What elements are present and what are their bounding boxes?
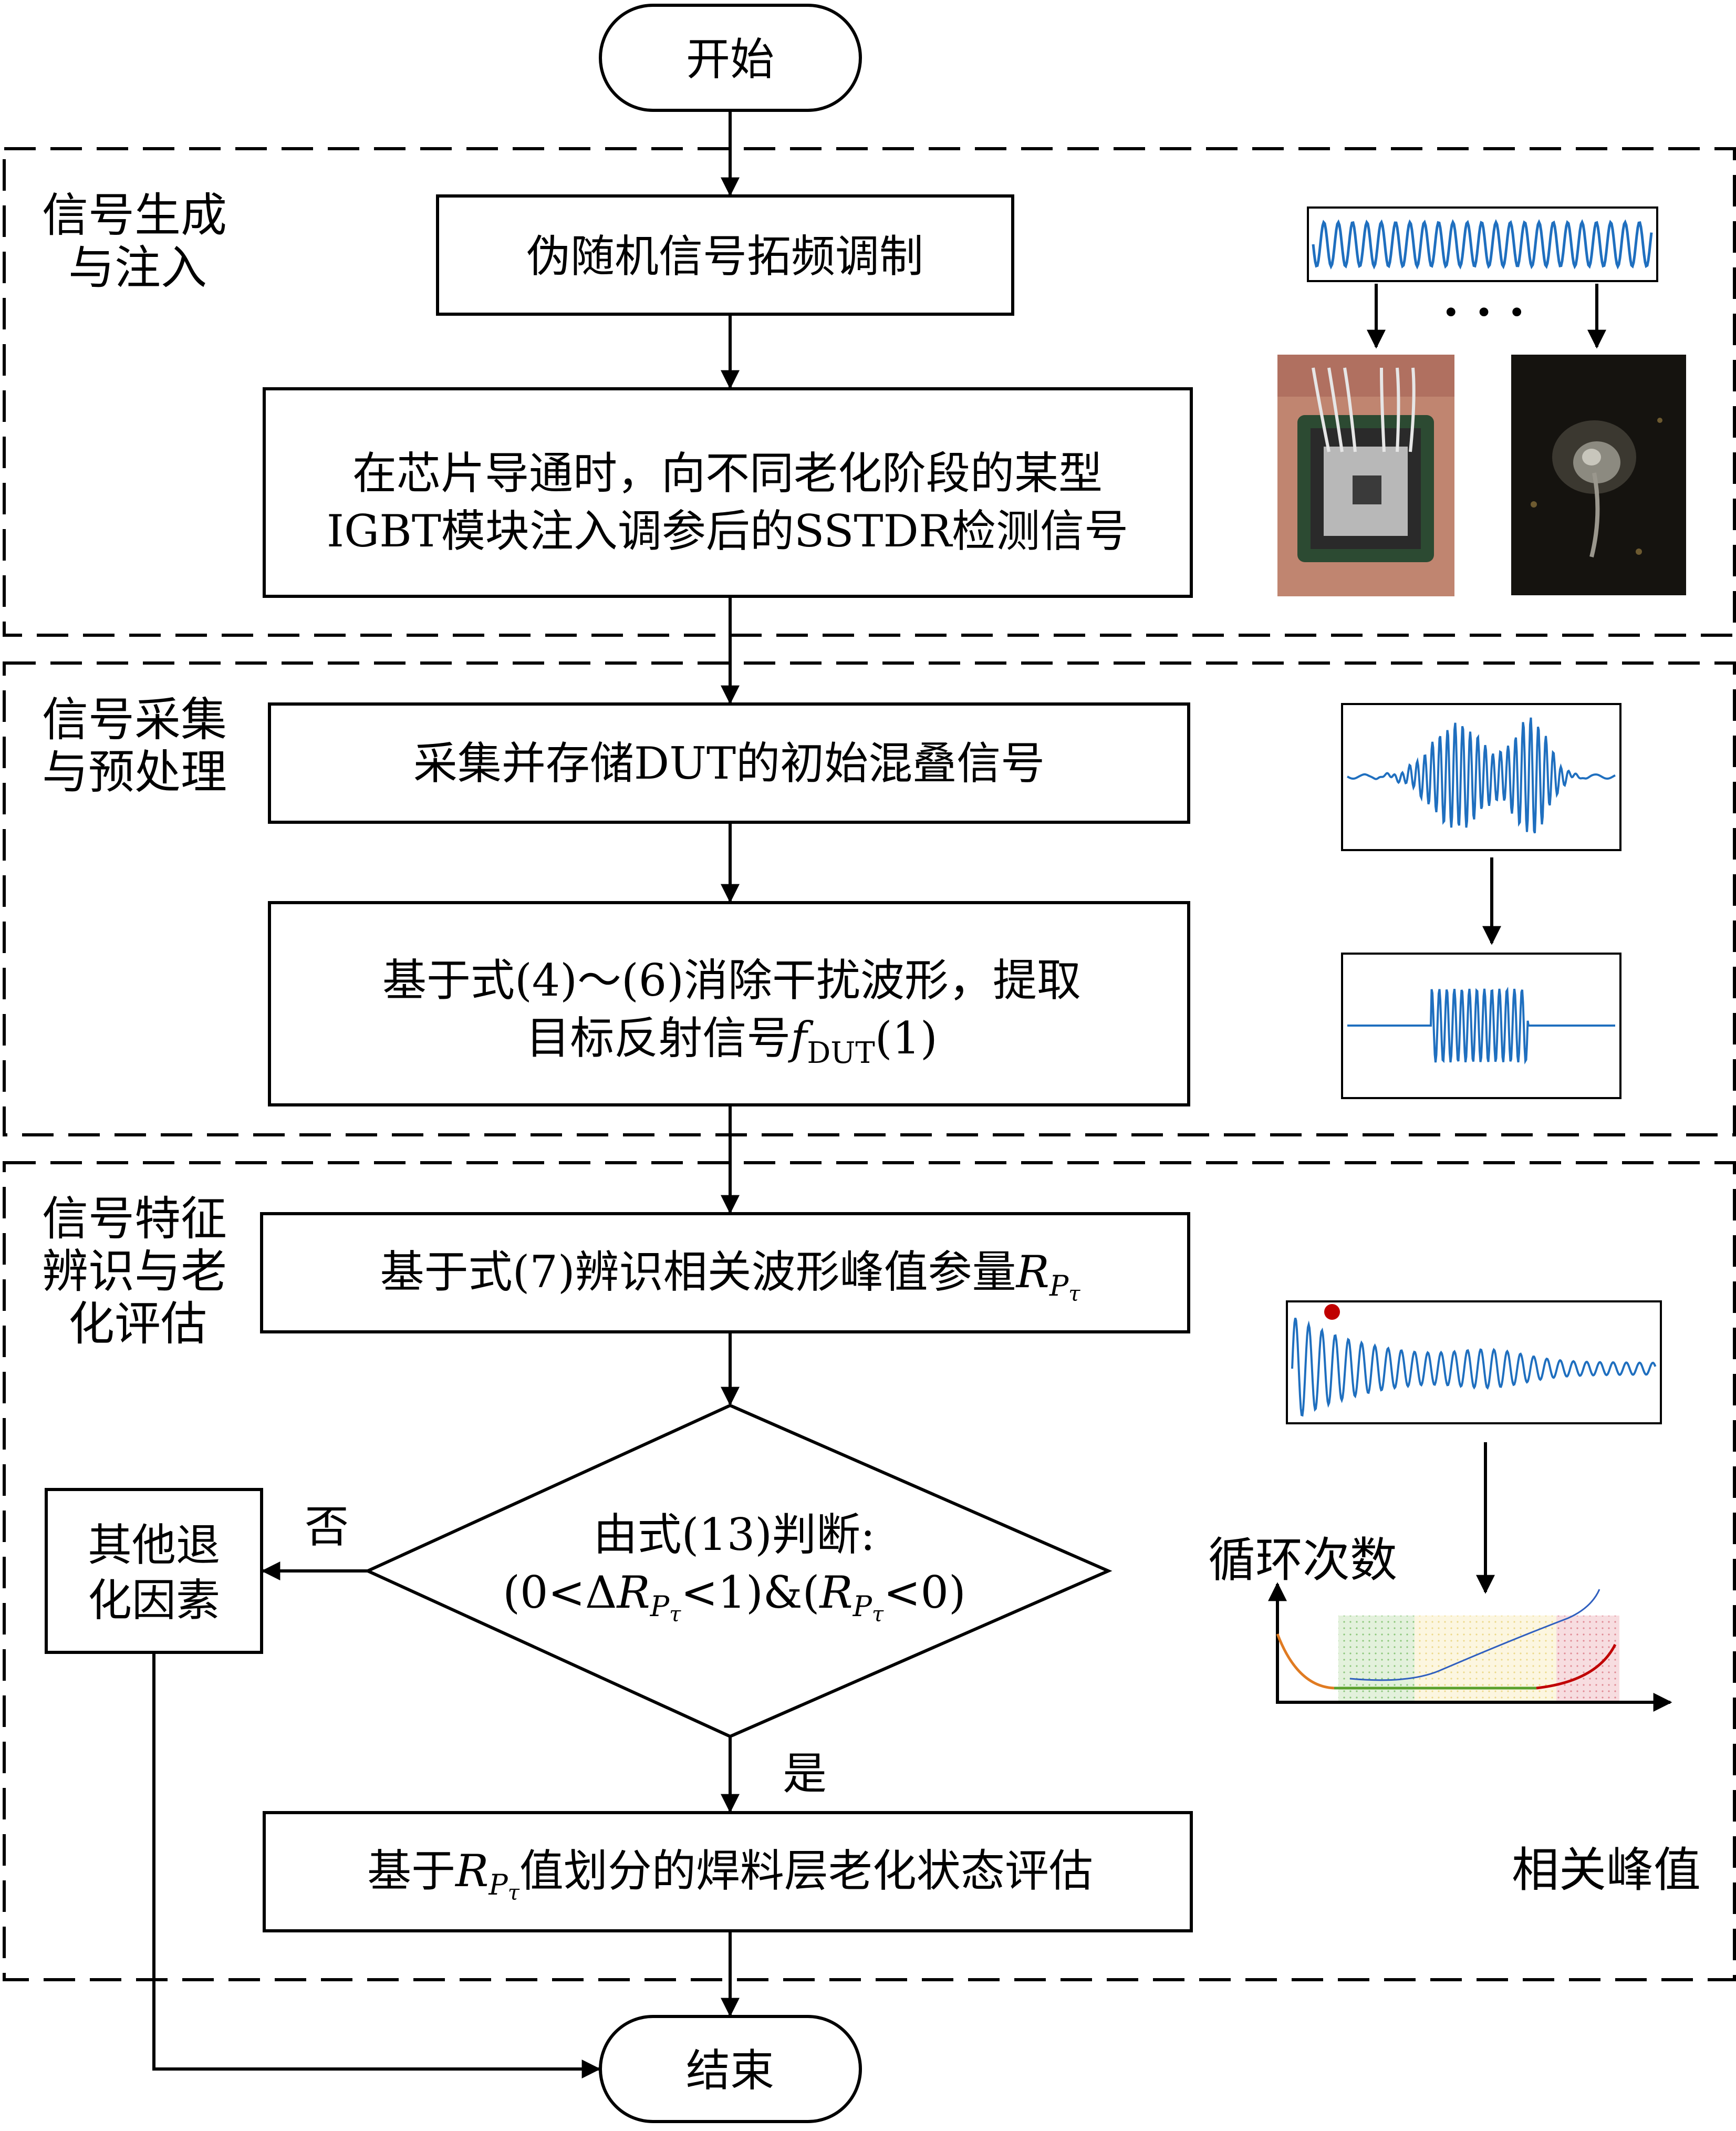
section-title-generation-2: 与注入 — [68, 241, 207, 295]
step-identify-text-pre: 基于式(7)辨识相关波形峰值参量 — [380, 1246, 1016, 1298]
extracted-wave — [1347, 987, 1615, 1064]
section-title-generation-1: 信号生成 — [42, 188, 227, 242]
math-p-1: P — [1049, 1269, 1069, 1302]
step-eliminate-text-2: 目标反射信号fDUT(1) — [526, 1012, 938, 1070]
step-assessment-box — [263, 1811, 1193, 1932]
decision-close: <0) — [883, 1567, 966, 1618]
raw-signal-panel — [1341, 703, 1621, 851]
section-title-acquisition-1: 信号采集 — [42, 692, 227, 747]
trend-x-axis-label: 相关峰值 — [1512, 1843, 1701, 1898]
flow-arrows — [152, 110, 740, 2078]
decision-open: (0<Δ — [503, 1567, 617, 1618]
curve-wearout — [1536, 1643, 1617, 1690]
decision-mid: <1)&( — [681, 1567, 819, 1618]
step-collect-box — [268, 702, 1190, 824]
math-r-4: R — [454, 1845, 488, 1897]
math-r-3: R — [818, 1567, 853, 1618]
ellipsis-dots: · · · — [1443, 284, 1525, 340]
carrier-signal-panel — [1307, 206, 1658, 282]
section-frame-assessment — [3, 1161, 1736, 1981]
math-r-1: R — [1015, 1246, 1049, 1298]
math-tau-4: τ — [508, 1881, 520, 1905]
math-p-2: P — [650, 1590, 670, 1623]
step-eliminate-text-2-pre: 目标反射信号 — [526, 1012, 791, 1064]
end-label: 结束 — [686, 2045, 774, 2096]
section-frame-generation — [3, 147, 1736, 637]
step-assessment-pre: 基于 — [367, 1845, 455, 1897]
step-eliminate-sub: DUT — [807, 1036, 875, 1070]
math-p-4: P — [488, 1868, 508, 1901]
trend-y-axis-label: 循环次数 — [1208, 1533, 1397, 1588]
arrow-other-to-end — [152, 1652, 601, 2078]
math-tau-2: τ — [669, 1602, 681, 1627]
start-label: 开始 — [686, 34, 774, 85]
math-r-2: R — [616, 1567, 650, 1618]
igbt-module-photo-aged — [1511, 355, 1686, 595]
step-injection-text-1: 在芯片导通时，向不同老化阶段的某型 — [352, 448, 1103, 499]
other-factors-text-1: 其他退 — [88, 1519, 220, 1571]
other-factors-box — [45, 1488, 263, 1654]
carrier-wave — [1312, 219, 1653, 270]
step-modulation-text: 伪随机信号拓频调制 — [526, 231, 923, 282]
section-frame-acquisition — [3, 661, 1736, 1136]
step-modulation-box — [436, 194, 1014, 316]
igbt-module-photo-new — [1277, 355, 1454, 596]
step-eliminate-text-1: 基于式(4)～(6)消除干扰波形，提取 — [382, 955, 1081, 1006]
section-title-acquisition-2: 与预处理 — [42, 745, 227, 799]
zone-failing-dots — [1556, 1616, 1619, 1702]
illustration-column: · · · — [1208, 206, 1701, 1898]
label-yes: 是 — [783, 1748, 827, 1799]
math-tau-1: τ — [1068, 1282, 1080, 1306]
section-title-assessment-2: 辨识与老 — [42, 1244, 227, 1298]
step-assessment-text: 基于RPτ值划分的焊料层老化状态评估 — [367, 1845, 1093, 1905]
step-collect-text: 采集并存储DUT的初始混叠信号 — [413, 738, 1045, 789]
step-identify-text: 基于式(7)辨识相关波形峰值参量RPτ — [380, 1246, 1081, 1306]
section-title-assessment-1: 信号特征 — [42, 1192, 227, 1246]
curve-trend — [1349, 1589, 1600, 1681]
decision-text-1: 由式(13)判断: — [594, 1509, 876, 1560]
step-injection-text-2: IGBT模块注入调参后的SSTDR检测信号 — [327, 505, 1128, 557]
step-identify-box — [260, 1212, 1190, 1333]
curve-early-decay — [1276, 1633, 1335, 1690]
math-p-3: P — [853, 1590, 873, 1623]
decision-text-2: (0<ΔRPτ<1)&(RPτ<0) — [503, 1567, 965, 1627]
peak-marker — [1324, 1304, 1340, 1320]
correlation-panel — [1286, 1300, 1662, 1424]
other-factors-text-2: 化因素 — [88, 1575, 220, 1626]
math-tau-3: τ — [872, 1602, 884, 1627]
step-eliminate-box — [268, 901, 1190, 1106]
label-no: 否 — [305, 1501, 349, 1553]
step-eliminate-post: (1) — [875, 1012, 938, 1064]
raw-mixed-wave — [1347, 717, 1616, 834]
step-assessment-post: 值划分的焊料层老化状态评估 — [519, 1845, 1093, 1897]
section-title-assessment-3: 化评估 — [68, 1297, 207, 1351]
correlation-wave — [1291, 1318, 1657, 1417]
